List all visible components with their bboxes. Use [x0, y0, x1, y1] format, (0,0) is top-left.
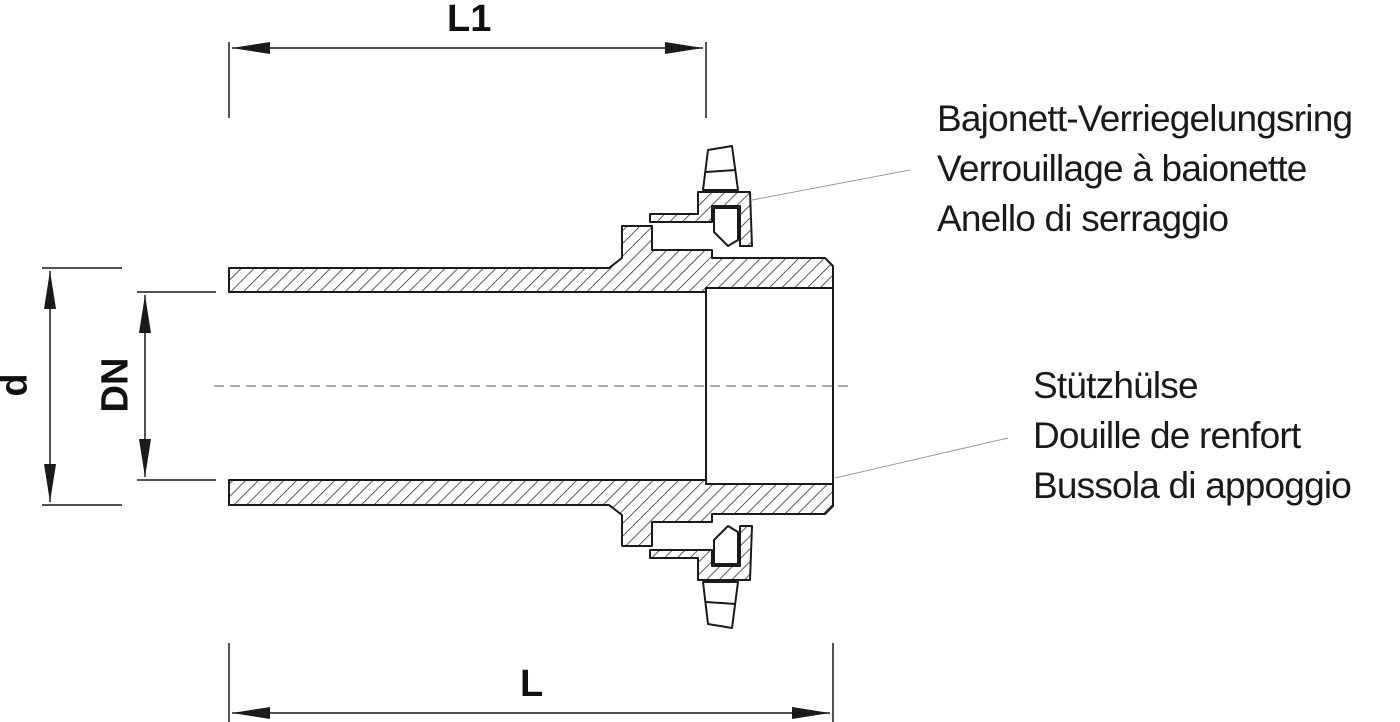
- callout-line: Verrouillage à baionette: [937, 148, 1307, 189]
- dimension-line-l: [232, 707, 830, 719]
- callout-line: Bussola di appoggio: [1033, 465, 1352, 506]
- fitting-body-lower: [228, 479, 834, 547]
- extension-lines: [42, 42, 834, 722]
- dimension-line-d: [44, 271, 56, 502]
- support-sleeve: [705, 288, 834, 484]
- leader-lines: [751, 169, 1009, 479]
- dimension-line-dn: [139, 295, 151, 477]
- dimension-label-d: d: [0, 373, 36, 396]
- callout-line: Stützhülse: [1033, 365, 1199, 406]
- locking-ring-lower: [649, 525, 753, 629]
- dimension-label-l: L: [520, 663, 544, 705]
- callout-line: Bajonett-Verriegelungsring: [937, 98, 1353, 139]
- dimension-line-l1: [232, 42, 703, 54]
- dimension-label-dn: DN: [94, 357, 137, 413]
- callout-line: Douille de renfort: [1033, 415, 1301, 456]
- callout-locking-ring: Bajonett-Verriegelungsring Verrouillage …: [937, 94, 1353, 244]
- dimension-label-l1: L1: [447, 0, 492, 40]
- callout-line: Anello di serraggio: [937, 198, 1229, 239]
- callout-support-sleeve: Stützhülse Douille de renfort Bussola di…: [1033, 361, 1352, 511]
- locking-ring-upper: [649, 145, 753, 247]
- fitting-body-upper: [228, 225, 834, 293]
